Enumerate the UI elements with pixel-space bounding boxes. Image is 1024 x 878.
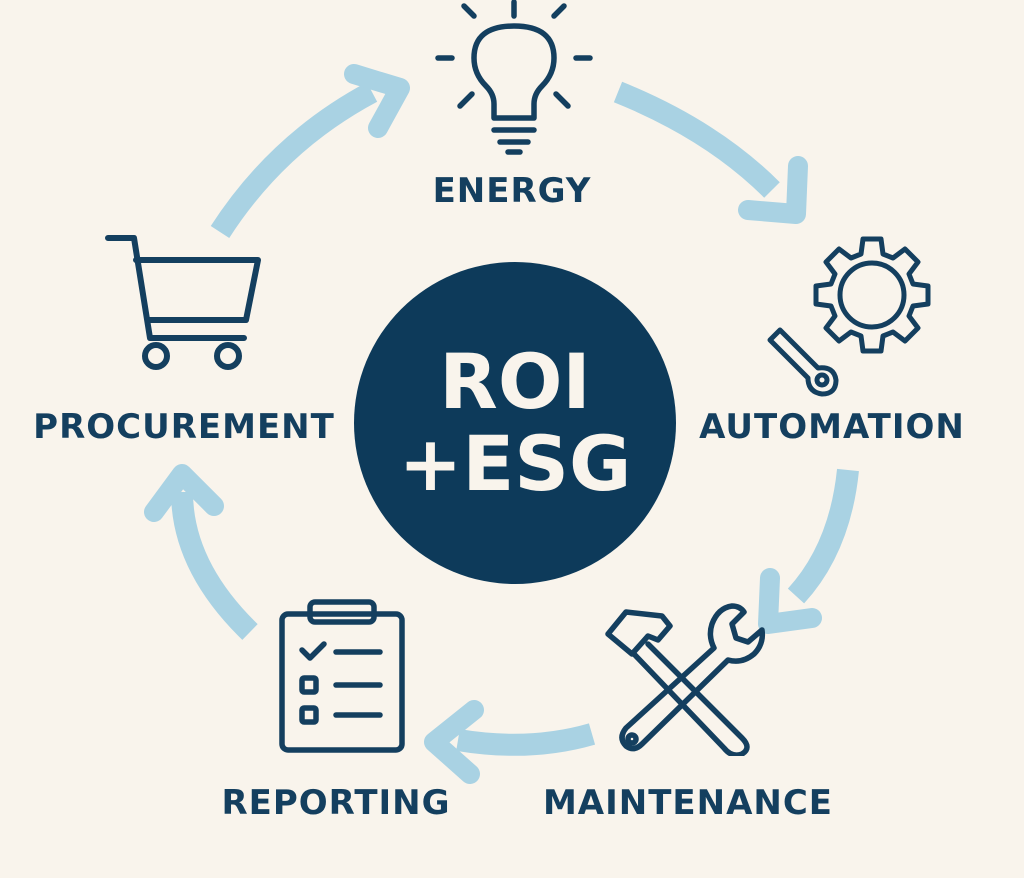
node-label-procurement: PROCUREMENT [33,407,335,447]
arrowhead-maintenance [758,568,822,634]
arrowhead-automation [738,156,808,224]
arrow-energy-to-automation [613,81,780,198]
arrowhead-energy [344,64,410,138]
hammer-wrench-icon [605,603,766,756]
arrowhead-procurement [144,464,224,522]
center-circle: ROI +ESG [354,262,676,584]
gear-wrench-icon [767,236,931,397]
arrowhead-reporting [424,700,484,784]
node-label-maintenance: MAINTENANCE [542,783,834,823]
arrow-automation-to-maintenance [787,468,859,604]
center-title-esg: +ESG [398,419,632,508]
clipboard-checklist-icon [279,599,405,753]
lightbulb-icon [435,0,593,155]
center-title-roi: ROI [439,336,591,426]
arrow-reporting-to-procurement [171,491,258,640]
node-label-reporting: REPORTING [221,783,451,823]
arrow-procurement-to-energy [210,82,378,238]
node-label-automation: AUTOMATION [699,407,965,447]
node-label-energy: ENERGY [432,171,592,211]
arrow-maintenance-to-reporting [456,723,596,756]
shopping-cart-icon [105,235,261,370]
